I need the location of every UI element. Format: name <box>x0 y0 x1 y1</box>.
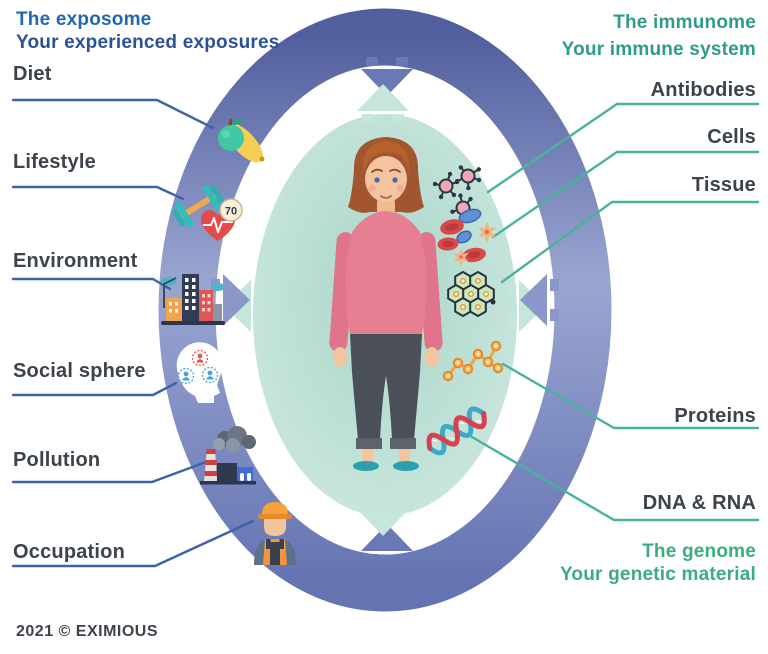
genome-subtitle: Your genetic material <box>559 564 756 585</box>
label-antibodies: Antibodies <box>650 79 756 101</box>
copyright-text: 2021 © EXIMIOUS <box>16 623 159 640</box>
dumbbell-heart-icon: 70 <box>172 184 243 241</box>
social-person-badge <box>191 349 209 367</box>
social-person-badge <box>201 366 219 384</box>
protein-chain-icon <box>442 340 504 382</box>
lifestyle-badge-value: 70 <box>225 206 237 218</box>
immunome-title: The immunome <box>613 12 756 33</box>
label-cells: Cells <box>707 126 756 148</box>
label-environment: Environment <box>13 250 138 272</box>
immunome-connectors <box>470 102 760 522</box>
label-lifestyle: Lifestyle <box>13 151 96 173</box>
construction-worker-icon <box>254 502 296 565</box>
exposome-connectors <box>11 98 255 568</box>
social-person-badge <box>177 367 195 385</box>
lifestyle-badge <box>219 198 243 222</box>
occupation-connector <box>11 519 255 568</box>
exposome-subtitle: Your experienced exposures <box>16 32 280 53</box>
antibodies-connector <box>486 102 760 194</box>
label-occupation: Occupation <box>13 541 126 563</box>
diet-connector <box>11 98 215 130</box>
factory-smoke-icon <box>200 426 256 485</box>
tissue-hexagons-icon <box>447 271 496 317</box>
person-figure <box>329 137 443 471</box>
lifestyle-connector <box>11 185 185 201</box>
environment-connector <box>11 277 172 291</box>
blood-cells-icon <box>437 208 496 267</box>
city-buildings-icon <box>161 274 225 325</box>
dna-helix-icon <box>426 406 487 456</box>
label-tissue: Tissue <box>691 174 756 196</box>
apple-banana-icon <box>218 118 265 163</box>
cells-connector <box>491 150 760 239</box>
pollution-connector <box>11 460 208 484</box>
label-pollution: Pollution <box>13 449 101 471</box>
tissue-connector <box>500 200 760 284</box>
immunome-subtitle: Your immune system <box>561 39 756 60</box>
head-people-icon <box>176 342 223 403</box>
genome-title: The genome <box>642 541 756 562</box>
exposome-title: The exposome <box>16 9 152 30</box>
proteins-connector <box>501 362 760 430</box>
social-sphere-connector <box>11 381 178 397</box>
label-dna-rna: DNA & RNA <box>642 492 756 514</box>
label-proteins: Proteins <box>674 405 756 427</box>
label-diet: Diet <box>13 63 52 85</box>
dna-rna-connector <box>470 435 760 522</box>
label-social-sphere: Social sphere <box>13 360 146 382</box>
